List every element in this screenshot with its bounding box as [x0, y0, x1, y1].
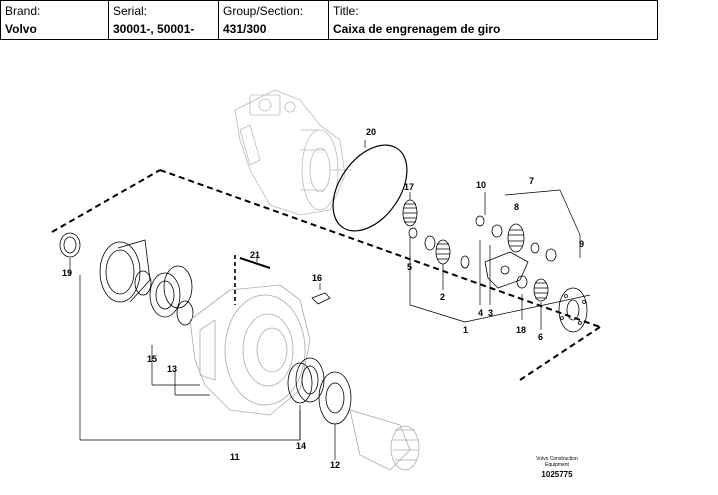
hydraulic-motor	[234, 89, 352, 216]
bearing-14	[287, 357, 325, 404]
callout-2: 2	[440, 292, 445, 302]
callout-13: 13	[167, 364, 177, 374]
callout-17: 17	[404, 182, 414, 192]
o-ring-19	[59, 232, 81, 258]
title-value: Caixa de engrenagem de giro	[333, 22, 501, 36]
dashed-leader-right	[519, 326, 601, 381]
title-cell: Title: Caixa de engrenagem de giro	[329, 1, 657, 39]
leader-lines	[69, 140, 591, 460]
group-label: Group/Section:	[223, 4, 304, 18]
pinion-shaft	[349, 409, 420, 471]
brand-value: Volvo	[5, 22, 37, 36]
callout-19: 19	[62, 268, 72, 278]
callout-12: 12	[330, 460, 340, 470]
group-value: 431/300	[223, 22, 267, 36]
callout-20: 20	[366, 127, 376, 137]
badge-org-line1: Volvo Construction	[536, 456, 578, 462]
volvo-badge: Volvo Construction Equipment 1025775	[529, 456, 585, 479]
serial-value: 30001-, 50001-	[113, 22, 195, 36]
seal-13	[176, 300, 194, 326]
dashed-leader-top	[51, 169, 601, 328]
group-cell: Group/Section: 431/300	[219, 1, 329, 39]
callout-3: 3	[488, 308, 493, 318]
title-label: Title:	[333, 4, 359, 18]
callout-6: 6	[538, 332, 543, 342]
serial-label: Serial:	[113, 4, 148, 18]
callout-10: 10	[476, 180, 486, 190]
callout-9: 9	[579, 239, 584, 249]
serial-cell: Serial: 30001-, 50001-	[109, 1, 219, 39]
callout-1: 1	[463, 325, 468, 335]
o-ring-20	[332, 144, 408, 232]
brand-cell: Brand: Volvo	[1, 1, 109, 39]
callout-5: 5	[407, 262, 412, 272]
figure-number: 1025775	[541, 470, 573, 479]
housing	[189, 284, 311, 416]
seal-12	[318, 371, 352, 425]
callout-16: 16	[312, 273, 322, 283]
callout-8: 8	[514, 202, 519, 212]
callout-4: 4	[478, 308, 483, 318]
planetary-gear-set-upper	[402, 199, 588, 333]
badge-org-line2: Equipment	[545, 462, 569, 468]
callout-7: 7	[529, 176, 534, 186]
brand-label: Brand:	[5, 4, 41, 18]
callout-21: 21	[250, 250, 260, 260]
callout-18: 18	[516, 325, 526, 335]
callout-11: 11	[230, 452, 240, 462]
callout-labels: 1 2 3 4 5 6 7 8 9 10 11 12 13 14 15 16 1…	[62, 127, 584, 470]
header-table: Brand: Volvo Serial: 30001-, 50001- Grou…	[0, 0, 658, 40]
callout-15: 15	[147, 354, 157, 364]
bearing-15	[149, 265, 193, 318]
callout-14: 14	[296, 441, 306, 451]
exploded-parts-diagram: 1 2 3 4 5 6 7 8 9 10 11 12 13 14 15 16 1…	[51, 89, 601, 471]
